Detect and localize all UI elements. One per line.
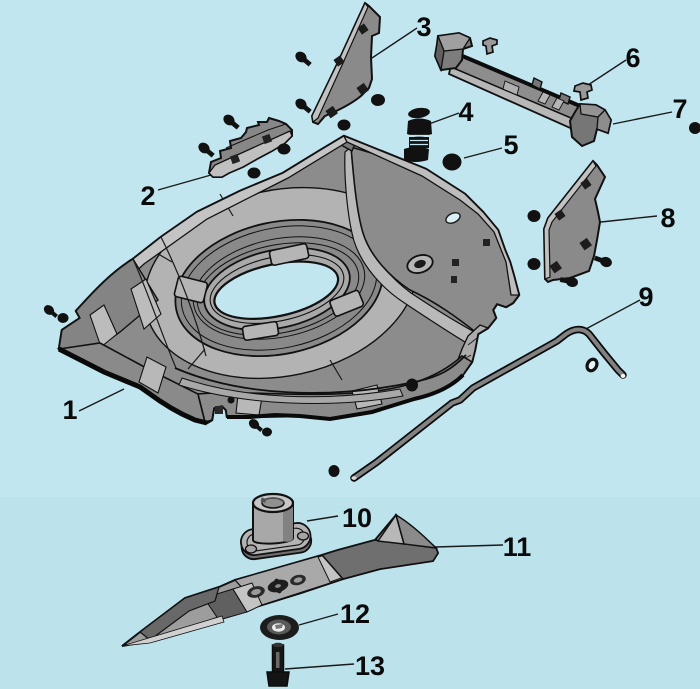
svg-text:3: 3	[416, 12, 431, 42]
svg-text:9: 9	[638, 282, 653, 312]
svg-text:2: 2	[140, 181, 155, 211]
svg-text:6: 6	[625, 43, 640, 73]
svg-text:13: 13	[355, 651, 385, 681]
svg-text:8: 8	[660, 203, 675, 233]
svg-text:4: 4	[458, 97, 473, 127]
svg-text:10: 10	[342, 503, 372, 533]
svg-text:7: 7	[672, 94, 687, 124]
svg-text:12: 12	[340, 599, 370, 629]
svg-text:11: 11	[503, 532, 532, 562]
svg-text:1: 1	[62, 395, 77, 425]
svg-text:5: 5	[503, 130, 518, 160]
